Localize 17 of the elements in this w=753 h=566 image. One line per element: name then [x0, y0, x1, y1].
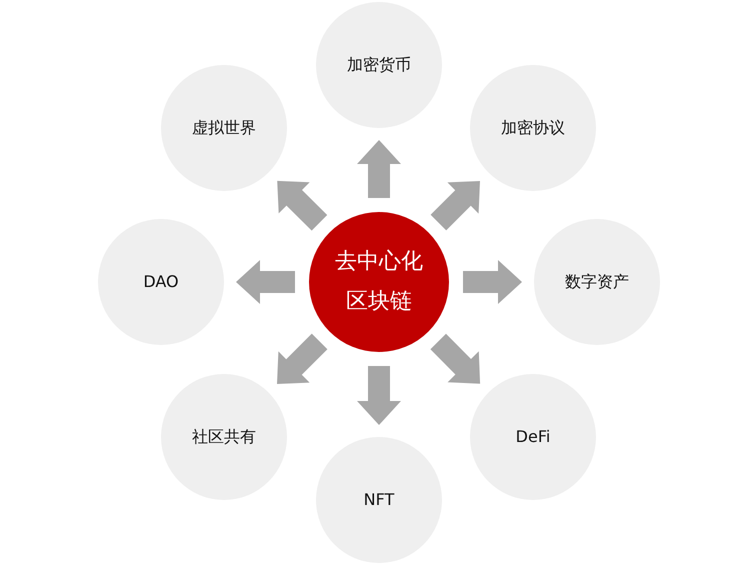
- block-arrow: [277, 334, 328, 384]
- circle-label: 加密货币: [347, 54, 411, 76]
- circle-label: DAO: [143, 271, 179, 293]
- block-arrow: [357, 140, 401, 198]
- block-arrow: [463, 260, 522, 304]
- circle-label: NFT: [364, 489, 394, 511]
- block-arrow: [236, 260, 295, 304]
- block-arrow: [430, 334, 480, 384]
- circle-label: 去中心化区块链: [334, 248, 424, 316]
- block-arrow: [277, 180, 328, 231]
- block-arrow: [357, 366, 401, 425]
- circle-label: 社区共有: [192, 426, 256, 448]
- circle-label: DeFi: [516, 426, 550, 448]
- circle-label: 数字资产: [565, 271, 629, 293]
- circle-label: 加密协议: [501, 117, 565, 139]
- block-arrow: [430, 181, 480, 230]
- circle-label: 虚拟世界: [192, 117, 256, 139]
